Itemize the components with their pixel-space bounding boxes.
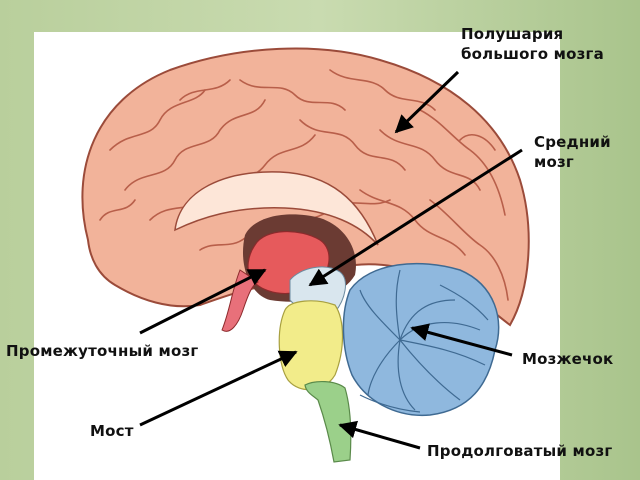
label-cerebellum: Мозжечок — [522, 350, 614, 368]
gyri-texture — [99, 69, 509, 301]
arrow-pons — [139, 350, 298, 427]
arrow-medulla — [338, 420, 421, 450]
arrow-diencephalon — [139, 268, 267, 335]
arrow-cerebellum — [410, 323, 513, 357]
label-diencephalon: Промежуточный мозг — [6, 342, 199, 360]
medulla-region — [304, 381, 352, 463]
corpus-callosum — [174, 171, 379, 246]
arrow-midbrain — [308, 148, 523, 287]
label-pons: Мост — [90, 422, 134, 440]
cerebellum-region — [342, 262, 500, 417]
label-hemispheres: Полушария большого мозга — [461, 25, 604, 63]
label-midbrain: Средний мозг — [534, 133, 611, 171]
pons-region — [278, 300, 344, 391]
label-medulla: Продолговатый мозг — [427, 442, 613, 460]
arrow-hemispheres — [394, 70, 460, 134]
